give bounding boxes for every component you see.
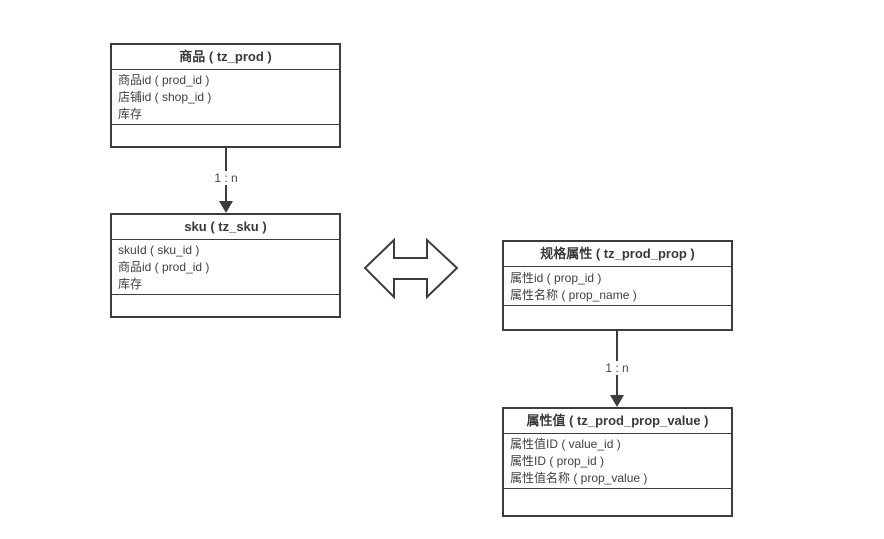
field-row: 库存 [118, 277, 143, 291]
entity-table-sku: sku ( tz_sku ) skuId ( sku_id ) 商品id ( p… [110, 213, 341, 318]
field-row: 店铺id ( shop_id ) [118, 90, 212, 104]
entity-fields-prod-prop: 属性id ( prop_id ) 属性名称 ( prop_name ) [504, 267, 731, 305]
entity-footer [112, 294, 339, 316]
cardinality-label: 1 : n [602, 361, 632, 375]
entity-table-prod-prop: 规格属性 ( tz_prod_prop ) 属性id ( prop_id ) 属… [502, 240, 733, 331]
field-row: 库存 [118, 107, 143, 121]
field-row: skuId ( sku_id ) [118, 243, 200, 257]
field-row: 属性值名称 ( prop_value ) [510, 471, 648, 485]
entity-table-prod: 商品 ( tz_prod ) 商品id ( prod_id ) 店铺id ( s… [110, 43, 341, 148]
field-row: 商品id ( prod_id ) [118, 73, 210, 87]
arrowhead-down-icon [219, 201, 233, 213]
entity-footer [504, 488, 731, 515]
entity-fields-sku: skuId ( sku_id ) 商品id ( prod_id ) 库存 [112, 240, 339, 294]
connector-prod-to-sku: 1 : n [211, 147, 241, 213]
double-arrow-icon [364, 237, 459, 300]
entity-footer [504, 305, 731, 329]
cardinality-label: 1 : n [211, 171, 241, 185]
entity-fields-prod-prop-value: 属性值ID ( value_id ) 属性ID ( prop_id ) 属性值名… [504, 434, 731, 488]
field-row: 属性名称 ( prop_name ) [510, 288, 637, 302]
entity-title-prod: 商品 ( tz_prod ) [112, 45, 339, 70]
entity-fields-prod: 商品id ( prod_id ) 店铺id ( shop_id ) 库存 [112, 70, 339, 124]
field-row: 属性值ID ( value_id ) [510, 437, 621, 451]
field-row: 属性id ( prop_id ) [510, 271, 602, 285]
entity-title-prod-prop: 规格属性 ( tz_prod_prop ) [504, 242, 731, 267]
arrowhead-down-icon [610, 395, 624, 407]
connector-prop-to-value: 1 : n [602, 331, 632, 407]
entity-title-sku: sku ( tz_sku ) [112, 215, 339, 240]
field-row: 商品id ( prod_id ) [118, 260, 210, 274]
field-row: 属性ID ( prop_id ) [510, 454, 605, 468]
entity-title-prod-prop-value: 属性值 ( tz_prod_prop_value ) [504, 409, 731, 434]
entity-table-prod-prop-value: 属性值 ( tz_prod_prop_value ) 属性值ID ( value… [502, 407, 733, 517]
entity-footer [112, 124, 339, 146]
